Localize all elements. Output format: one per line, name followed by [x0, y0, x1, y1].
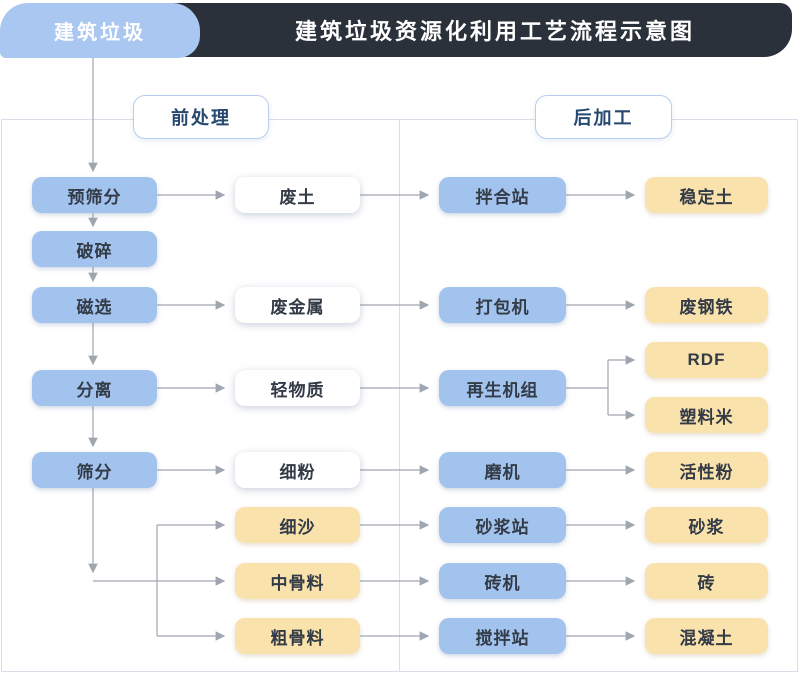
page-title: 建筑垃圾资源化利用工艺流程示意图 — [294, 19, 695, 44]
section-chip-preprocessing: 前处理 — [133, 95, 269, 139]
source-tab-construction-waste: 建筑垃圾 — [0, 3, 200, 58]
section-chip-postprocessing: 后加工 — [535, 95, 672, 139]
panel-divider — [399, 120, 400, 671]
